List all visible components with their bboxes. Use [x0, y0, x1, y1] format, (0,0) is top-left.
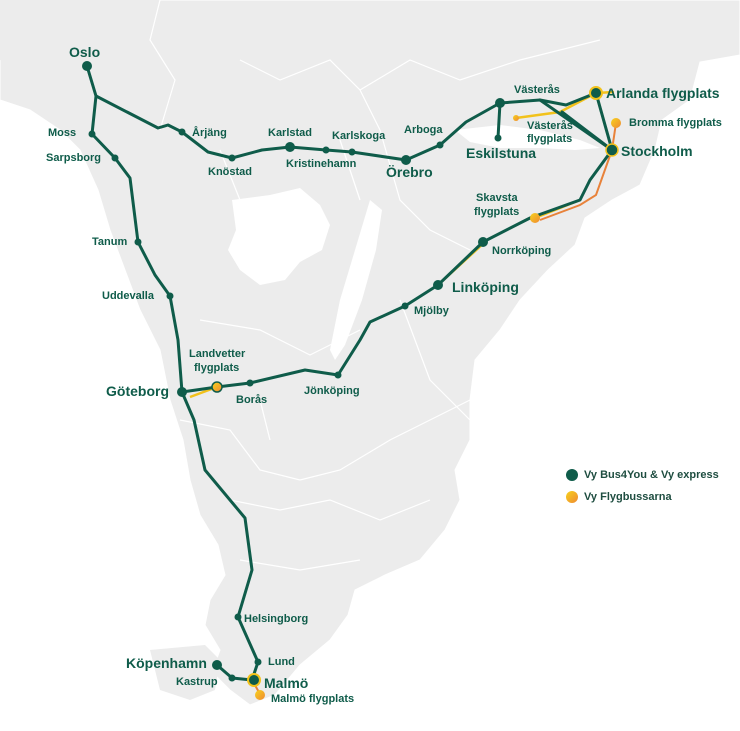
label-orebro: Örebro	[386, 164, 433, 180]
land-scandinavia	[0, 0, 740, 706]
label-karlstad: Karlstad	[268, 127, 312, 139]
land-norway	[0, 0, 170, 110]
label-karlskoga: Karlskoga	[332, 130, 386, 142]
label-goteborg: Göteborg	[106, 383, 169, 399]
stop-goteborg	[177, 387, 187, 397]
stop-eskilstuna	[494, 134, 502, 142]
legend-label-flygbussarna: Vy Flygbussarna	[584, 491, 672, 503]
stop-tanum	[134, 238, 142, 246]
stop-uddevalla	[166, 292, 174, 300]
label-uddevalla: Uddevalla	[102, 290, 155, 302]
stop-arjang	[178, 128, 186, 136]
stop-kastrup	[228, 674, 236, 682]
stop-arlanda	[589, 86, 603, 100]
stop-boras	[246, 379, 254, 387]
stop-jonkoping	[334, 371, 342, 379]
label-norrkoping: Norrköping	[492, 245, 551, 257]
stop-mjolby	[401, 302, 409, 310]
lake-malaren	[455, 125, 600, 150]
label-landvetter-1: Landvetter	[189, 348, 246, 360]
label-kopenhamn: Köpenhamn	[126, 655, 207, 671]
legend-row-bus4you: Vy Bus4You & Vy express	[566, 464, 719, 486]
label-bromma: Bromma flygplats	[629, 117, 722, 129]
label-vasteras: Västerås	[514, 84, 560, 96]
label-lund: Lund	[268, 656, 295, 668]
stop-malmo-flyg	[255, 690, 265, 700]
stop-oslo	[82, 61, 92, 71]
label-malmo-flyg: Malmö flygplats	[271, 693, 354, 705]
stops-flyg	[255, 115, 621, 700]
land-denmark	[150, 645, 220, 700]
label-vasteras-flyg-2: flygplats	[527, 133, 572, 145]
legend-dot-flyg	[566, 491, 578, 503]
legend-dot-green	[566, 469, 578, 481]
stop-karlstad	[285, 142, 295, 152]
label-sarpsborg: Sarpsborg	[46, 152, 101, 164]
label-skavsta-2: flygplats	[474, 206, 519, 218]
label-landvetter-2: flygplats	[194, 362, 239, 374]
label-malmo: Malmö	[264, 675, 308, 691]
label-helsingborg: Helsingborg	[244, 613, 308, 625]
stop-arboga	[436, 141, 444, 149]
legend: Vy Bus4You & Vy express Vy Flygbussarna	[566, 464, 719, 508]
label-kastrup: Kastrup	[176, 676, 218, 688]
labels: Oslo Moss Sarpsborg Tanum Uddevalla Göte…	[46, 44, 722, 705]
label-knostad: Knöstad	[208, 166, 252, 178]
label-eskilstuna: Eskilstuna	[466, 145, 536, 161]
stop-knostad	[228, 154, 236, 162]
legend-label-bus4you: Vy Bus4You & Vy express	[584, 469, 719, 481]
stop-lund	[254, 658, 262, 666]
label-tanum: Tanum	[92, 236, 127, 248]
label-arlanda: Arlanda flygplats	[606, 85, 720, 101]
stop-kopenhamn	[212, 660, 222, 670]
label-stockholm: Stockholm	[621, 143, 693, 159]
lake-vattern	[330, 200, 382, 360]
label-oslo: Oslo	[69, 44, 100, 60]
stop-skavsta	[530, 213, 540, 223]
label-moss: Moss	[48, 127, 76, 139]
stop-vasteras-flyg	[513, 115, 519, 121]
label-arboga: Arboga	[404, 124, 443, 136]
label-kristinehamn: Kristinehamn	[286, 158, 357, 170]
lake-vanern	[228, 188, 330, 285]
stop-helsingborg	[234, 613, 242, 621]
stop-karlskoga	[348, 148, 356, 156]
stop-sarpsborg	[111, 154, 119, 162]
label-boras: Borås	[236, 394, 267, 406]
stop-linkoping	[433, 280, 443, 290]
label-vasteras-flyg-1: Västerås	[527, 120, 573, 132]
stop-landvetter	[211, 381, 223, 393]
label-mjolby: Mjölby	[414, 305, 450, 317]
stop-malmo	[247, 673, 261, 687]
stop-vasteras	[495, 98, 505, 108]
stop-bromma	[611, 118, 621, 128]
stops-green	[82, 61, 505, 682]
label-linkoping: Linköping	[452, 279, 519, 295]
stop-norrkoping	[478, 237, 488, 247]
label-arjang: Årjäng	[192, 126, 227, 139]
label-jonkoping: Jönköping	[304, 385, 360, 397]
label-skavsta-1: Skavsta	[476, 192, 518, 204]
stop-kristinehamn	[322, 146, 330, 154]
stop-stockholm	[605, 143, 619, 157]
legend-row-flygbussarna: Vy Flygbussarna	[566, 486, 719, 508]
stop-orebro	[401, 155, 411, 165]
stop-moss	[88, 130, 96, 138]
